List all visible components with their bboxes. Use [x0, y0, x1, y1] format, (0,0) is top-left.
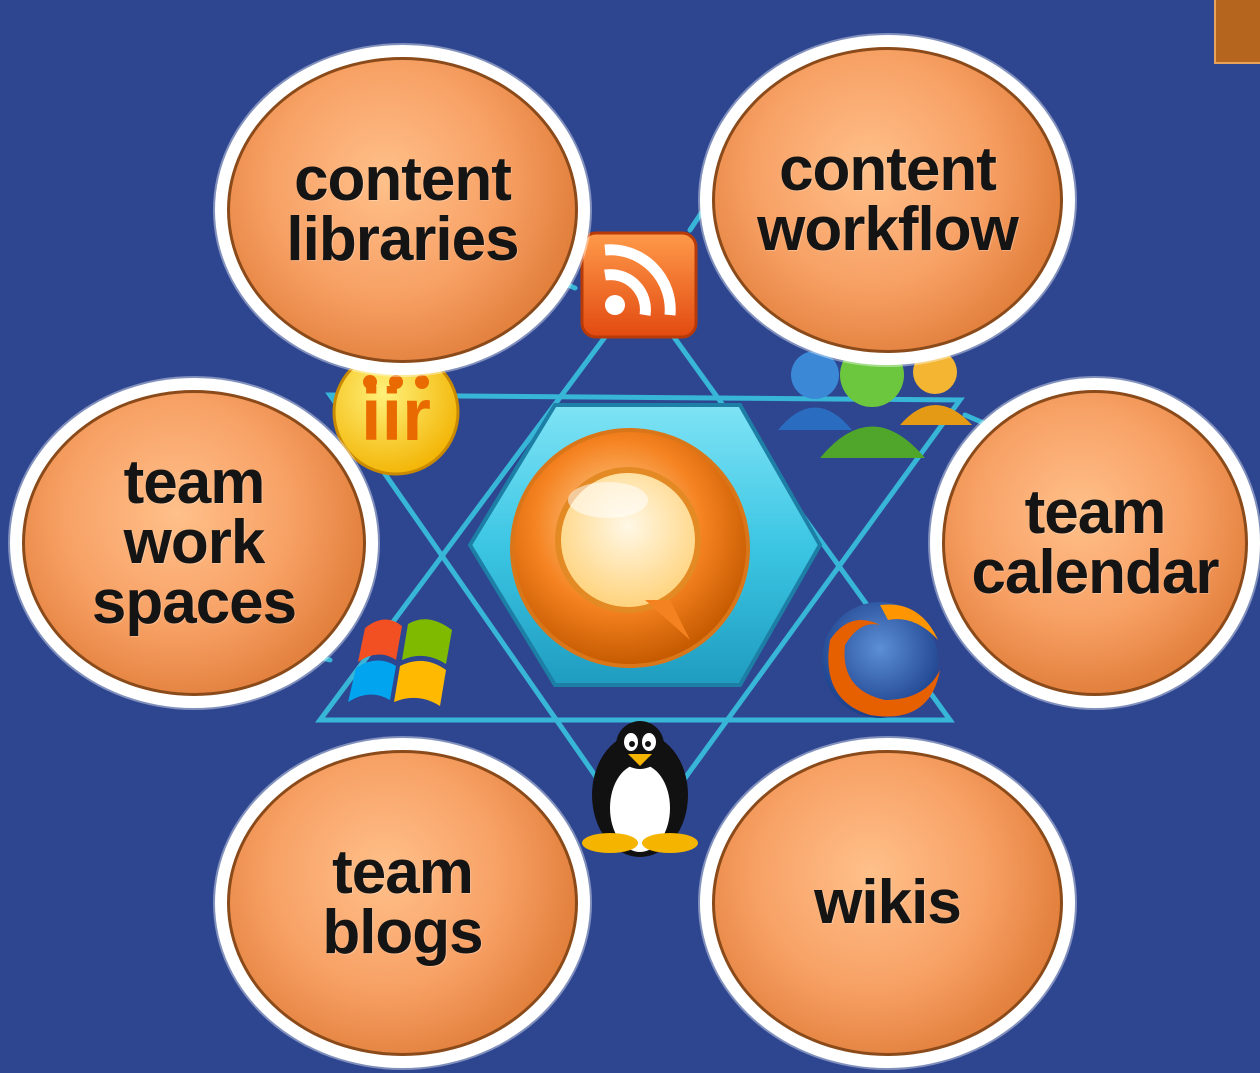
- bubble-wikis: wikis: [700, 738, 1075, 1068]
- node-label: wikis: [814, 868, 962, 937]
- bubble-team-blogs: team blogs: [215, 738, 590, 1068]
- center-q-logo-icon: [510, 428, 750, 668]
- node-label: team blogs: [322, 838, 483, 967]
- node-label: team calendar: [971, 478, 1219, 607]
- corner-tab: [1214, 0, 1260, 64]
- bubble-team-calendar: team calendar: [930, 378, 1260, 708]
- downward-triangle: [325, 392, 965, 845]
- bubble-disc: team work spaces: [22, 390, 366, 696]
- windows-logo-icon: [348, 619, 452, 706]
- bubble-content-libraries: content libraries: [215, 45, 590, 375]
- firefox-logo-icon: [822, 602, 940, 718]
- bubble-disc: content workflow: [712, 47, 1063, 353]
- node-label: content libraries: [286, 145, 519, 274]
- bubble-disc: team blogs: [227, 750, 578, 1056]
- rss-feed-icon: [580, 231, 698, 339]
- node-label: team work spaces: [91, 448, 297, 637]
- bubble-disc: content libraries: [227, 57, 578, 363]
- bubble-disc: team calendar: [942, 390, 1248, 696]
- node-label: content workflow: [757, 135, 1019, 264]
- linux-penguin-icon: [582, 721, 698, 857]
- bubble-disc: wikis: [712, 750, 1063, 1056]
- bubble-team-work-spaces: team work spaces: [10, 378, 378, 708]
- bubble-content-workflow: content workflow: [700, 35, 1075, 365]
